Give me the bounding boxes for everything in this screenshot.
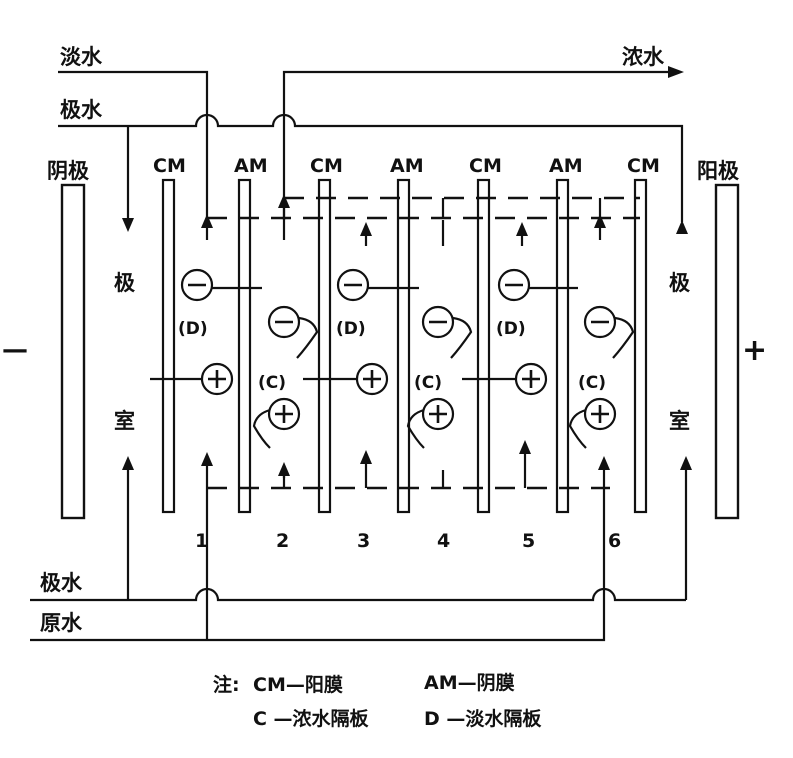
chamber-number: 3 [357,530,370,552]
membrane-label: AM [234,155,268,177]
anion-icon [497,268,578,302]
concentrate-out-label: 浓水 [622,45,665,69]
note-am: AM—阴膜 [424,671,515,694]
note-d: D —淡水隔板 [424,707,542,730]
cathode-label: 阴极 [47,159,90,183]
chamber-flow-arrows [122,194,692,600]
membrane-label: CM [469,155,502,177]
cation-icon [462,362,548,396]
concentrate-compartment-label: (C) [414,373,442,393]
dilute-compartment-label: (D) [336,319,366,339]
cation-membrane [161,178,176,514]
dilute-out-label: 淡水 [60,45,103,69]
compartment-labels: (D) (D) (D) (C) (C) (C) [178,319,606,393]
anion-icon [336,268,419,302]
anion-membrane [237,178,252,514]
electrode-water-top-label: 极水 [60,98,103,122]
chamber-numbers: 1 2 3 4 5 6 [195,530,621,552]
dilute-out-line [58,70,209,220]
anode-sign: + [742,333,767,368]
anode-electrode [714,183,740,520]
concentrate-compartment-label: (C) [258,373,286,393]
electrode-chamber-left-bottom: 室 [114,409,135,433]
electrode-chamber-right-top: 极 [669,271,691,295]
anode-label: 阳极 [697,159,740,183]
chamber-number: 2 [276,530,289,552]
membrane-labels: CM AM CM AM CM AM CM [153,155,660,177]
cation-icon [150,362,234,396]
dilute-compartment-label: (D) [178,319,208,339]
electrode-water-top-line [58,113,684,222]
anion-membrane [555,178,570,514]
cathode-sign: — [2,335,28,365]
membrane-label: AM [549,155,583,177]
cation-icon [568,397,617,449]
chamber-number: 4 [437,530,450,552]
anions [180,268,635,359]
membrane-label: CM [310,155,343,177]
note-prefix: 注: [213,673,240,696]
membrane-label: CM [627,155,660,177]
anion-icon [267,305,319,359]
anion-membrane [396,178,411,514]
cation-membrane [317,178,332,514]
chamber-number: 6 [608,530,621,552]
electrode-chamber-right-bottom: 室 [669,409,690,433]
membranes [161,178,648,514]
cation-icon [252,397,301,449]
electrode-chamber-left-top: 极 [114,271,136,295]
cation-membrane [633,178,648,514]
chamber-number: 1 [195,530,208,552]
raw-water-label: 原水 [40,611,83,635]
cation-membrane [476,178,491,514]
cation-icon [406,397,455,449]
raw-water-line [30,488,606,642]
anion-icon [421,305,473,359]
chamber-number: 5 [522,530,535,552]
membrane-label: AM [390,155,424,177]
cathode-electrode [60,183,86,520]
legend-notes: 注: CM—阳膜 AM—阴膜 C —浓水隔板 D —淡水隔板 [213,671,542,730]
anion-icon [583,305,635,359]
electrode-water-bottom-label: 极水 [40,571,83,595]
anion-icon [180,268,262,302]
note-cm: CM—阳膜 [253,673,343,696]
note-c: C —浓水隔板 [253,707,370,730]
dilute-compartment-label: (D) [496,319,526,339]
concentrate-out-line [282,70,672,220]
concentrate-compartment-label: (C) [578,373,606,393]
cations [150,362,617,449]
electrode-water-bottom-line [30,587,686,602]
membrane-label: CM [153,155,186,177]
cation-icon [303,362,389,396]
